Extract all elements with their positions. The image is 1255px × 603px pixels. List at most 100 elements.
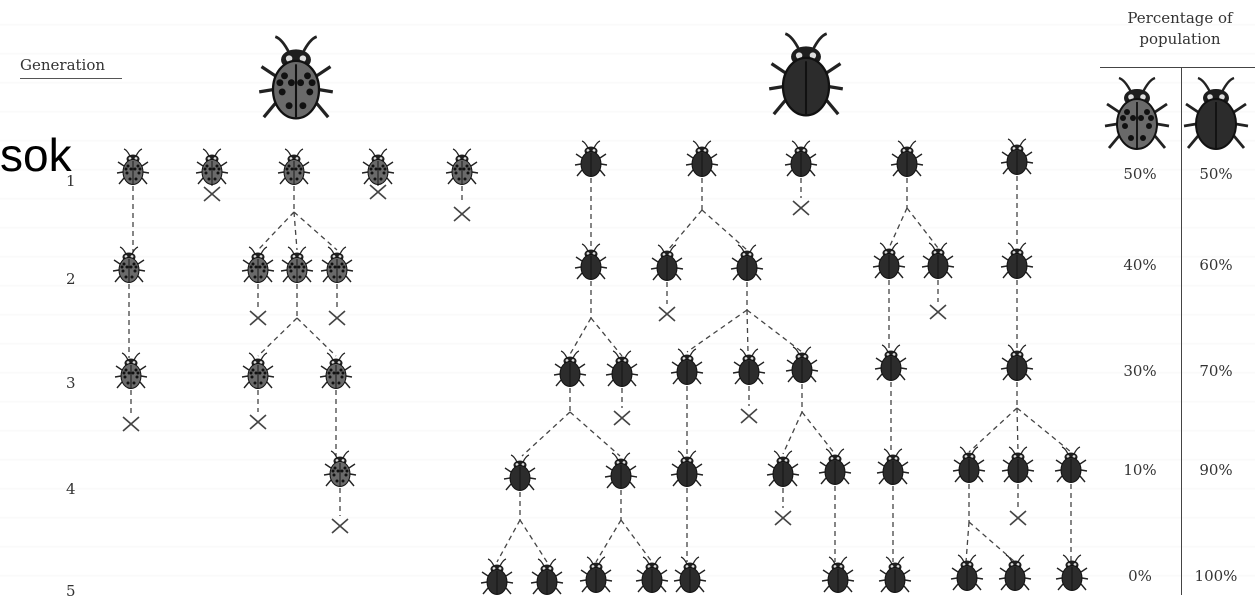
overlay-text: sok (0, 129, 72, 181)
black-beetle (604, 452, 638, 489)
death-x-mark (658, 306, 676, 322)
black-beetle (579, 556, 613, 593)
percent-solid-gen5: 100% (1194, 567, 1238, 585)
black-beetle-icon (768, 32, 844, 117)
death-marks (122, 184, 1027, 534)
spotted-beetle (280, 246, 314, 283)
black-beetle (1000, 138, 1034, 175)
spotted-beetle (361, 148, 395, 185)
percentage-header: Percentage of population (1127, 9, 1233, 48)
black-beetle (732, 348, 766, 385)
lineage-line (746, 309, 749, 353)
percent-solid-gen3: 70% (1199, 362, 1233, 380)
black-beetle (1000, 344, 1034, 381)
lineage-line (257, 317, 298, 357)
generation-number-5: 5 (66, 582, 76, 600)
spotted-beetle (112, 246, 146, 283)
spotted-beetle (116, 148, 150, 185)
lineage-line (590, 317, 623, 357)
lineage-line (965, 521, 970, 563)
black-beetle-icon (1183, 76, 1249, 150)
death-x-mark (369, 184, 387, 200)
black-beetle (480, 558, 514, 595)
black-beetle (574, 243, 608, 280)
black-beetle (503, 454, 537, 491)
lineage-line (519, 519, 548, 563)
black-beetle (673, 556, 707, 593)
death-x-mark (613, 410, 631, 426)
death-x-mark (249, 414, 267, 430)
percentage-column-divider (1181, 67, 1182, 595)
percent-spotted-gen1: 50% (1123, 165, 1157, 183)
lineage-lines (128, 176, 1072, 563)
lineage-line (296, 317, 337, 357)
black-beetle (766, 450, 800, 487)
lineage-line (293, 211, 338, 251)
death-x-mark (328, 310, 346, 326)
black-beetle (998, 554, 1032, 591)
spotted-beetle (241, 246, 275, 283)
black-beetle (784, 140, 818, 177)
black-beetle (821, 556, 855, 593)
lineage-line (595, 519, 622, 563)
lineage-line (686, 309, 748, 353)
spotted-beetle (241, 352, 275, 389)
black-beetle (876, 448, 910, 485)
death-x-mark (740, 408, 758, 424)
black-beetle (605, 350, 639, 387)
black-beetle (670, 450, 704, 487)
lineage-line (801, 411, 836, 455)
lineage-line (257, 211, 295, 251)
percent-spotted-gen5: 0% (1128, 567, 1152, 585)
black-beetle (574, 140, 608, 177)
black-beetle (685, 140, 719, 177)
generation-header-rule (20, 78, 122, 79)
lineage-line (906, 207, 939, 249)
black-beetle (530, 558, 564, 595)
death-x-mark (792, 200, 810, 216)
percent-spotted-gen3: 30% (1123, 362, 1157, 380)
spotted-beetle (114, 352, 148, 389)
spotted-ladybug-icon (1104, 76, 1170, 150)
black-beetle (878, 556, 912, 593)
black-beetle (635, 556, 669, 593)
lineage-line (293, 211, 298, 251)
generation-number-1: 1 (66, 172, 76, 190)
beetles (112, 32, 1249, 595)
black-beetle (1054, 446, 1088, 483)
percent-solid-gen4: 90% (1199, 461, 1233, 479)
black-beetle (1055, 554, 1089, 591)
death-x-mark (929, 304, 947, 320)
percent-solid-gen1: 50% (1199, 165, 1233, 183)
spotted-beetle (277, 148, 311, 185)
black-beetle (553, 350, 587, 387)
generation-number-4: 4 (66, 480, 76, 498)
generation-number-3: 3 (66, 374, 76, 392)
spotted-beetle (445, 148, 479, 185)
black-beetle (952, 446, 986, 483)
lineage-line (667, 209, 703, 251)
death-x-mark (249, 310, 267, 326)
black-beetle (872, 242, 906, 279)
generation-number-2: 2 (66, 270, 76, 288)
lineage-line (968, 521, 1016, 563)
death-x-mark (122, 416, 140, 432)
black-beetle (921, 242, 955, 279)
percentage-header-rule (1100, 67, 1255, 68)
spotted-ladybug-icon (258, 35, 334, 120)
lineage-line (888, 207, 908, 249)
death-x-mark (1009, 510, 1027, 526)
percent-solid-gen2: 60% (1199, 256, 1233, 274)
black-beetle (950, 554, 984, 591)
lineage-line (1016, 407, 1072, 453)
lineage-line (569, 411, 621, 457)
black-beetle (874, 344, 908, 381)
lineage-line (521, 411, 571, 457)
black-beetle (785, 346, 819, 383)
black-beetle (1000, 242, 1034, 279)
black-beetle (1001, 446, 1035, 483)
lineage-line (782, 411, 803, 455)
percent-spotted-gen4: 10% (1123, 461, 1157, 479)
lineage-line (968, 407, 1018, 453)
